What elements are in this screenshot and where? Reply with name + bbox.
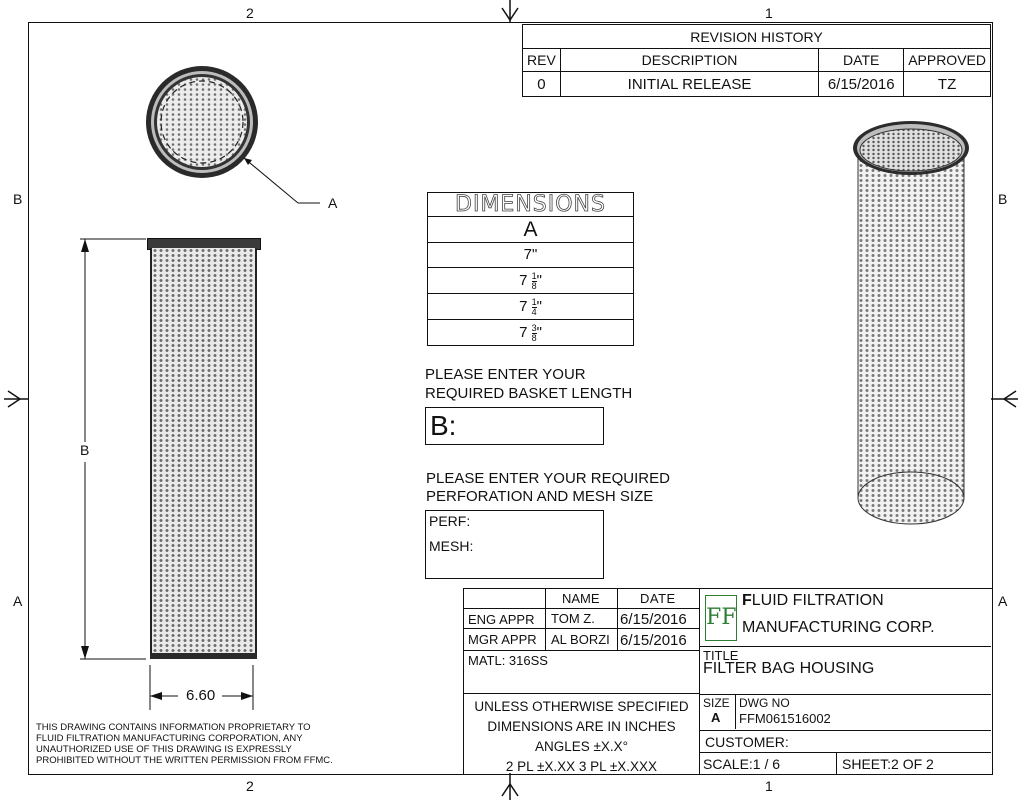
eng-approval-date: 6/15/2016 [620,611,687,628]
zone-label: 1 [765,778,773,794]
revision-title: REVISION HISTORY [522,24,991,49]
dimension-value: 7 [519,298,528,315]
dimension-value: 7 [519,324,528,341]
drawing-title: FILTER BAG HOUSING [703,660,875,677]
zone-label: 1 [765,5,773,21]
date-header: DATE [818,48,905,72]
zone-label: B [998,191,1008,207]
company-section: FF FLUID FILTRATION MANUFACTURING CORP. … [699,589,992,774]
top-view-drawing [146,66,320,204]
approved-header: APPROVED [903,48,991,72]
divider [836,752,837,774]
isometric-view-drawing [853,121,969,525]
mgr-approval-row [464,629,699,651]
material-label: MATL: 316SS [468,653,548,668]
perforation-mesh-field[interactable]: PERF: MESH: [425,510,604,579]
mgr-approval-label: MGR APPR [468,632,537,647]
eng-approval-name: TOM Z. [551,611,595,626]
sheet-label: SHEET:2 OF 2 [842,756,934,772]
dimension-b-label: B [80,442,90,458]
size-dwg-row [699,694,991,731]
dimension-option: 7" [428,243,633,268]
dimension-width-label: 6.60 [186,687,216,704]
approvals-header-row [464,589,699,609]
company-name-line2: MANUFACTURING CORP. [742,619,935,636]
zone-label: B [13,191,23,207]
description-header: DESCRIPTION [559,48,820,72]
eng-approval-row [464,608,699,629]
mgr-approval-date: 6/15/2016 [620,632,687,649]
side-view-base [150,653,257,659]
mgr-approval-name: AL BORZI [551,632,610,647]
zone-label: 2 [246,5,254,21]
date-header: DATE [640,591,676,606]
basket-length-field[interactable]: B: [425,407,604,445]
title-block: NAME DATE ENG APPR TOM Z. 6/15/2016 MGR … [463,588,992,774]
size-label: SIZE [703,696,730,710]
approvals-section: NAME DATE ENG APPR TOM Z. 6/15/2016 MGR … [464,589,700,774]
side-view-mesh [150,248,257,653]
name-column [545,589,618,650]
dwg-number: FFM061516002 [739,711,831,726]
zone-label: 2 [246,778,254,794]
scale-label: SCALE:1 / 6 [703,756,781,772]
title-label: TITLE [703,648,739,663]
dimension-value: 7" [523,246,538,263]
perforation-prompt: PLEASE ENTER YOUR REQUIRED PERFORATION A… [426,470,670,505]
approved-value: TZ [903,71,991,97]
rev-value: 0 [522,71,561,97]
basket-length-prompt: PLEASE ENTER YOUR REQUIRED BASKET LENGTH [425,366,633,402]
dimension-lines [80,238,254,710]
eng-approval-label: ENG APPR [468,612,535,627]
dimension-value: 7 [519,272,528,289]
divider [699,752,991,753]
company-logo: FF [705,595,737,641]
dimensions-title: DIMENSIONS [428,193,633,217]
company-name-line1: FLUID FILTRATION [742,592,884,609]
name-header: NAME [562,591,600,606]
date-value: 6/15/2016 [818,71,905,97]
description-value: INITIAL RELEASE [559,71,820,97]
rev-header: REV [522,48,561,72]
perf-label: PERF: [429,513,471,529]
dimensions-column-header: A [428,217,633,243]
size-divider [735,694,736,729]
proprietary-notice: THIS DRAWING CONTAINS INFORMATION PROPRI… [36,722,333,766]
customer-label: CUSTOMER: [705,734,789,750]
company-row [699,589,991,647]
mesh-label: MESH: [429,538,474,554]
zone-label: A [13,593,23,609]
zone-label: A [998,593,1008,609]
size-value: A [711,710,721,725]
tolerance-notes: UNLESS OTHERWISE SPECIFIED DIMENSIONS AR… [464,693,699,774]
revision-history-table: REVISION HISTORY REV DESCRIPTION DATE AP… [522,24,991,97]
basket-length-field-label: B: [430,410,457,441]
dwg-label: DWG NO [739,696,790,710]
callout-a-label: A [328,195,338,211]
